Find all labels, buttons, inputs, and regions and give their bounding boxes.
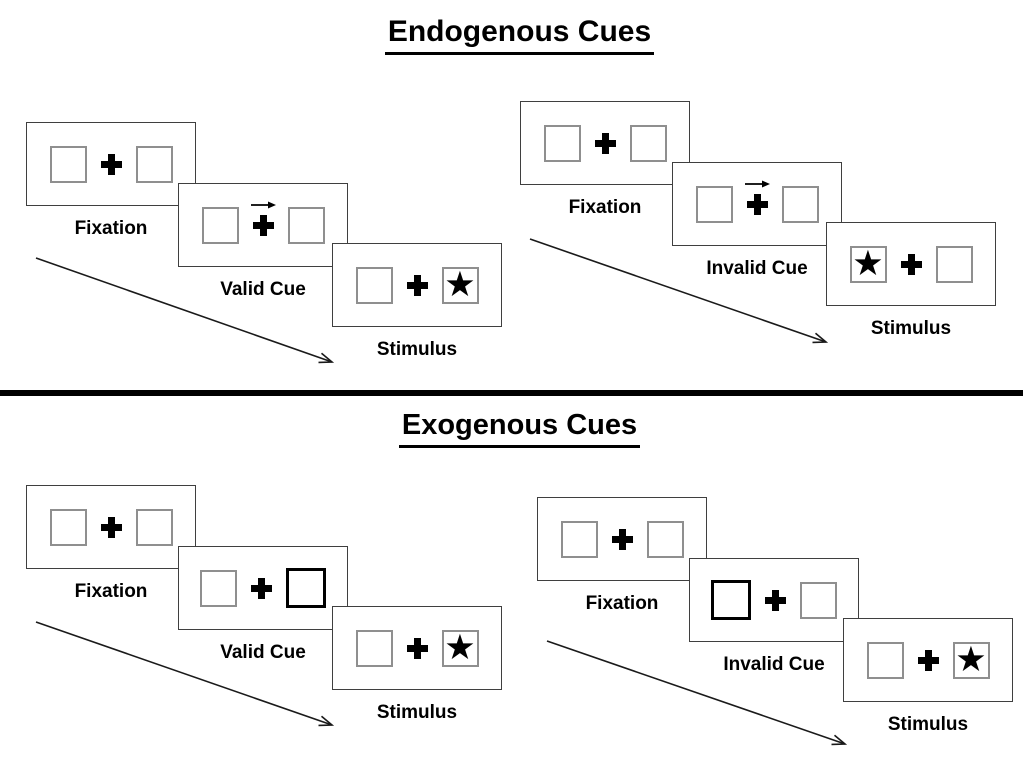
- stimulus-panel: ★: [332, 243, 502, 327]
- fixation-panel: [537, 497, 707, 581]
- right-box: [287, 206, 325, 244]
- right-box-with-star: ★: [441, 264, 479, 304]
- right-box: [781, 185, 819, 223]
- right-box: [135, 145, 173, 183]
- left-box-with-star: ★: [849, 243, 887, 283]
- invalid-cue-panel: [672, 162, 842, 246]
- left-box: [355, 266, 393, 304]
- left-box: [355, 629, 393, 667]
- fixation-cross-icon: [765, 589, 786, 611]
- fixation-cross-icon: [900, 253, 922, 275]
- right-box: [935, 245, 973, 283]
- right-box-highlighted-cue: [286, 568, 326, 608]
- fixation-label: Fixation: [74, 218, 148, 239]
- right-box-with-star: ★: [952, 639, 990, 679]
- right-box: [800, 581, 837, 619]
- star-target-icon: ★: [955, 639, 987, 679]
- left-box: [695, 185, 733, 223]
- fixation-label: Fixation: [74, 581, 148, 602]
- stimulus-label: Stimulus: [870, 318, 952, 339]
- right-arrow-cue-icon: [250, 201, 276, 208]
- section-divider: [0, 390, 1023, 396]
- valid-cue-panel: [178, 183, 348, 267]
- fixation-cross-icon: [100, 153, 122, 175]
- right-box: [646, 520, 684, 558]
- fixation-label: Fixation: [585, 593, 659, 614]
- exogenous-valid-sequence: Fixation Valid Cue ★ Stimulus: [26, 485, 506, 747]
- right-box: [629, 124, 667, 162]
- endogenous-valid-sequence: Fixation Valid Cue ★ Stimulus: [26, 122, 506, 384]
- stimulus-panel: ★: [826, 222, 996, 306]
- exogenous-section-title: Exogenous Cues: [8, 407, 1023, 448]
- stimulus-label: Stimulus: [887, 714, 969, 735]
- fixation-panel: [26, 485, 196, 569]
- left-box: [49, 145, 87, 183]
- stimulus-panel: ★: [332, 606, 502, 690]
- left-box: [866, 641, 904, 679]
- fixation-cross-icon: [100, 516, 122, 538]
- valid-cue-panel: [178, 546, 348, 630]
- right-box-with-star: ★: [441, 627, 479, 667]
- fixation-panel: [520, 101, 690, 185]
- stimulus-label: Stimulus: [376, 339, 458, 360]
- endogenous-invalid-sequence: Fixation Invalid Cue ★ Stimulus: [520, 101, 1000, 363]
- fixation-cross-icon: [611, 528, 633, 550]
- star-target-icon: ★: [444, 264, 476, 304]
- fixation-cross-icon: [251, 577, 272, 599]
- invalid-cue-label: Invalid Cue: [706, 258, 808, 279]
- endogenous-section-title: Endogenous Cues: [8, 14, 1023, 55]
- fixation-cross-icon: [744, 180, 770, 215]
- fixation-cross-icon: [406, 274, 428, 296]
- left-box: [543, 124, 581, 162]
- fixation-cross-icon: [594, 132, 616, 154]
- left-box: [49, 508, 87, 546]
- exogenous-invalid-sequence: Fixation Invalid Cue ★ Stimulus: [537, 497, 1017, 759]
- star-target-icon: ★: [444, 627, 476, 667]
- left-box-highlighted-cue: [711, 580, 751, 620]
- left-box: [201, 206, 239, 244]
- right-arrow-cue-icon: [744, 180, 770, 187]
- stimulus-panel: ★: [843, 618, 1013, 702]
- endogenous-title-text: Endogenous Cues: [384, 14, 655, 55]
- exogenous-title-text: Exogenous Cues: [398, 407, 641, 448]
- fixation-cross-icon: [250, 201, 276, 236]
- star-target-icon: ★: [852, 243, 884, 283]
- invalid-cue-label: Invalid Cue: [723, 654, 825, 675]
- right-box: [135, 508, 173, 546]
- left-box: [200, 569, 237, 607]
- valid-cue-label: Valid Cue: [220, 279, 306, 300]
- fixation-label: Fixation: [568, 197, 642, 218]
- fixation-cross-icon: [917, 649, 939, 671]
- fixation-cross-icon: [406, 637, 428, 659]
- stimulus-label: Stimulus: [376, 702, 458, 723]
- fixation-panel: [26, 122, 196, 206]
- valid-cue-label: Valid Cue: [220, 642, 306, 663]
- left-box: [560, 520, 598, 558]
- invalid-cue-panel: [689, 558, 859, 642]
